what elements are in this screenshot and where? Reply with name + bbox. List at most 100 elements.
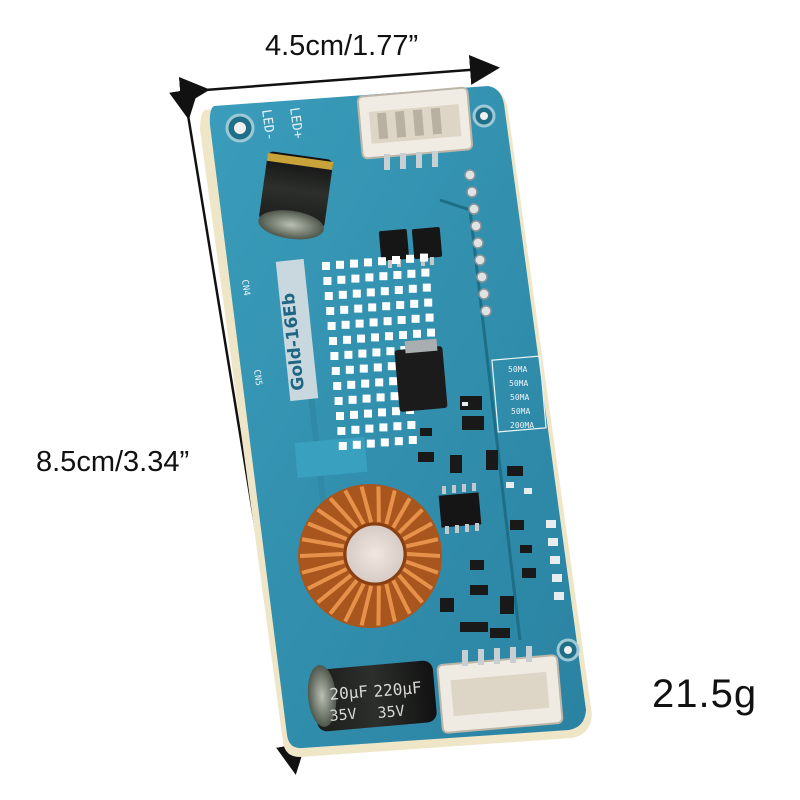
coil-winding <box>328 497 359 530</box>
dot-pad <box>397 316 406 324</box>
dot-pad <box>394 286 403 294</box>
dot-pad <box>425 313 434 322</box>
current-table: 50MA 50MA 50MA 50MA 200MA <box>491 355 547 433</box>
dot-pad <box>379 272 388 281</box>
dot-pad <box>365 424 374 433</box>
dot-pad <box>344 350 353 359</box>
capacitor-right-voltage: 35V <box>377 702 406 722</box>
toroid-inductor <box>298 484 442 628</box>
dot-pad <box>337 275 346 284</box>
coil-winding <box>343 583 366 623</box>
led-minus-label: LED- <box>258 108 277 141</box>
dot-pad <box>369 318 378 327</box>
current-row-2: 50MA <box>509 379 528 388</box>
header-pins <box>464 169 492 317</box>
coil-winding <box>402 567 434 591</box>
dot-pad <box>364 409 372 418</box>
dot-pad <box>373 363 382 372</box>
dot-pad <box>364 258 372 267</box>
coil-winding <box>307 567 348 591</box>
dot-pad <box>355 319 364 328</box>
weight-label: 21.5g <box>652 672 758 716</box>
dot-pad <box>327 322 336 330</box>
dot-pad <box>343 335 351 344</box>
smd-components <box>418 396 536 638</box>
top-capacitor <box>258 151 334 240</box>
dot-pad <box>333 382 342 390</box>
connector-label-cn4: CN4 <box>239 279 251 296</box>
coil-winding <box>384 583 397 622</box>
dot-pad <box>410 299 419 308</box>
dot-pad <box>394 437 403 446</box>
dot-pad <box>338 290 347 299</box>
voltage-regulator <box>394 338 448 412</box>
coil-winding <box>328 579 359 615</box>
dot-pad <box>351 274 360 283</box>
coil-winding <box>391 579 412 615</box>
capacitor-left-value: 20µF <box>329 682 369 704</box>
capacitor-left-voltage: 35V <box>329 705 358 725</box>
dot-pad <box>352 289 361 298</box>
coil-winding <box>316 573 353 604</box>
dot-pad <box>413 329 421 338</box>
dot-pad <box>362 394 371 403</box>
dot-pad <box>330 352 339 360</box>
dot-pad <box>408 436 417 444</box>
coil-winding <box>397 508 424 535</box>
coil-winding <box>301 559 345 575</box>
dot-pad <box>408 284 417 293</box>
height-dimension-label: 8.5cm/3.34” <box>36 446 190 478</box>
coil-winding <box>406 552 441 558</box>
dot-pad <box>336 412 344 420</box>
coil-winding <box>405 559 439 575</box>
small-transistors <box>378 227 443 268</box>
dot-pad <box>393 271 402 279</box>
dot-pad <box>351 425 360 434</box>
dot-pad <box>422 283 431 292</box>
coil-winding <box>402 521 433 541</box>
dot-pad <box>358 349 367 358</box>
current-row-5: 200MA <box>510 421 534 430</box>
current-row-3: 50MA <box>510 393 529 402</box>
dot-pad <box>354 304 363 313</box>
dot-pad <box>361 379 370 388</box>
current-row-4: 50MA <box>511 407 530 416</box>
current-row-1: 50MA <box>508 365 527 374</box>
dot-pad <box>375 378 384 387</box>
led-plus-label: LED+ <box>286 106 305 139</box>
dot-pad <box>380 287 389 296</box>
coil-winding <box>405 537 439 549</box>
dot-pad <box>345 365 354 374</box>
dot-pad <box>365 273 374 282</box>
dot-pad <box>386 347 395 356</box>
dot-pad <box>357 334 365 343</box>
dot-pad <box>392 407 400 416</box>
dot-pad <box>393 422 402 431</box>
dot-pad <box>380 438 389 447</box>
coil-winding <box>397 573 424 604</box>
ic-chip <box>438 483 482 534</box>
smd-pads <box>462 402 564 600</box>
coil-winding <box>384 490 397 525</box>
dot-pad <box>329 337 337 345</box>
dot-pad <box>396 301 405 309</box>
dot-pad <box>399 331 407 339</box>
dot-pad <box>347 380 356 389</box>
capacitor-right-value: 220µF <box>373 678 423 701</box>
bottom-connector <box>436 646 564 734</box>
dot-pad <box>385 332 393 341</box>
dot-pad <box>427 328 435 337</box>
coil-winding <box>316 507 353 535</box>
coil-winding <box>301 537 345 549</box>
dot-pad <box>338 442 347 450</box>
width-arrow <box>178 54 500 107</box>
dot-pad <box>366 288 375 297</box>
dot-pad <box>350 410 358 419</box>
dot-pad <box>366 439 375 448</box>
dot-pad <box>331 367 340 375</box>
dot-pad <box>411 314 420 323</box>
dot-pad <box>337 427 346 435</box>
dot-pad <box>340 305 349 314</box>
dot-pad <box>387 362 396 371</box>
